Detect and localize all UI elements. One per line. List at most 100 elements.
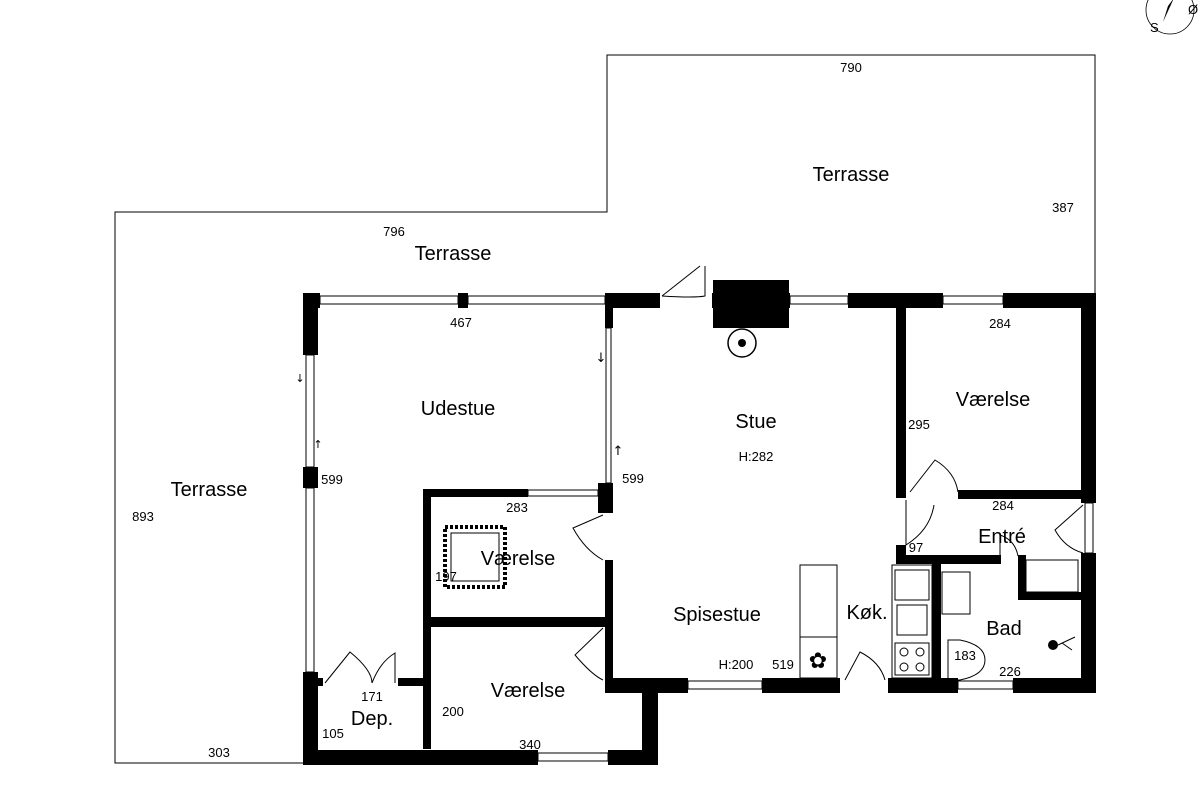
chimney	[713, 280, 789, 328]
compass-needle	[1163, 0, 1174, 22]
compass-south: S	[1150, 20, 1159, 35]
room-label-terrasse-mid: Terrasse	[415, 243, 492, 265]
wall	[608, 678, 688, 693]
wall	[458, 293, 468, 308]
wall	[303, 678, 323, 686]
room-label-kok: Køk.	[846, 602, 887, 624]
wall	[598, 483, 613, 513]
dim-label: 284	[992, 498, 1014, 513]
wall	[642, 678, 658, 765]
wall	[932, 555, 941, 693]
wall	[896, 545, 906, 563]
arrow-down-icon: ↓	[596, 351, 607, 366]
room-label-bad: Bad	[986, 618, 1022, 640]
dim-label: 197	[435, 569, 457, 584]
wall	[303, 467, 318, 488]
door-swing	[572, 514, 604, 561]
wall	[1081, 293, 1096, 503]
shower-arm	[1057, 636, 1076, 651]
wall	[423, 617, 613, 627]
dim-label: 303	[208, 745, 230, 760]
shower-icon	[1048, 640, 1058, 650]
room-label-vaerelse-mid: Værelse	[481, 548, 555, 570]
dim-label: 796	[383, 224, 405, 239]
fireplace-hatch	[443, 525, 507, 589]
door-swing	[909, 459, 959, 493]
arrow-down-icon: ↓	[295, 372, 304, 385]
wall	[1003, 293, 1096, 308]
dim-label: 467	[450, 315, 472, 330]
dim-label: 226	[999, 664, 1021, 679]
arrow-up-icon: ↑	[313, 438, 322, 451]
window	[305, 354, 315, 468]
room-label-stue: Stue	[735, 411, 776, 433]
arrow-up-icon: ↑	[613, 444, 624, 459]
fireplace-inner	[450, 532, 500, 582]
fan-icon: ✿	[809, 649, 827, 674]
burner	[915, 662, 925, 672]
dim-label: 97	[909, 540, 923, 555]
laundry-box	[1025, 559, 1079, 593]
dim-label: 295	[908, 417, 930, 432]
dim-label: 283	[506, 500, 528, 515]
room-label-terrasse-left: Terrasse	[171, 479, 248, 501]
wall	[605, 293, 613, 328]
compass-circle	[1145, 0, 1195, 35]
wall	[896, 293, 906, 498]
window	[1084, 502, 1094, 554]
window	[319, 295, 459, 305]
burner	[899, 647, 909, 657]
door-swing	[1054, 504, 1084, 554]
stove-dot	[738, 339, 746, 347]
fridge	[799, 564, 838, 679]
room-label-terrasse-top: Terrasse	[813, 164, 890, 186]
window	[957, 680, 1014, 690]
wall	[1081, 553, 1096, 693]
window	[605, 327, 612, 484]
room-label-vaerelse-ne: Værelse	[956, 389, 1030, 411]
toilet	[947, 639, 986, 681]
wall	[1013, 678, 1096, 693]
burner	[915, 647, 925, 657]
room-label-udestue: Udestue	[421, 398, 496, 420]
room-label-dep: Dep.	[351, 708, 393, 730]
wall	[896, 555, 1001, 564]
window	[527, 489, 599, 497]
dim-label: 200	[442, 704, 464, 719]
wall	[848, 293, 943, 308]
door-swing	[324, 651, 396, 684]
door-swing	[999, 534, 1019, 557]
wall	[958, 490, 1096, 499]
dim-label: 387	[1052, 200, 1074, 215]
dim-label: 519	[772, 657, 794, 672]
wall	[398, 678, 431, 686]
door-swing	[844, 651, 886, 681]
bath-cabinet	[941, 571, 971, 615]
wall	[303, 750, 538, 765]
room-height-stue: H:282	[739, 449, 774, 464]
dim-label: 284	[989, 316, 1011, 331]
sink	[896, 604, 928, 636]
room-label-vaerelse-bottom: Værelse	[491, 680, 565, 702]
compass-east: Ø	[1188, 2, 1198, 17]
room-height-spisestue: H:200	[719, 657, 754, 672]
window	[467, 295, 606, 305]
dim-label: 105	[322, 726, 344, 741]
window	[789, 295, 849, 305]
dim-label: 790	[840, 60, 862, 75]
wall	[423, 489, 528, 497]
window	[537, 752, 609, 762]
room-label-spisestue: Spisestue	[673, 604, 761, 626]
wall	[1018, 555, 1026, 600]
wall	[605, 293, 660, 308]
dim-label: 171	[361, 689, 383, 704]
wall	[1018, 592, 1088, 600]
burner	[899, 662, 909, 672]
door-swing	[574, 627, 604, 681]
window	[942, 295, 1004, 305]
dim-label: 599	[622, 471, 644, 486]
dim-label: 599	[321, 472, 343, 487]
dim-label: 340	[519, 737, 541, 752]
dishwasher	[894, 569, 930, 601]
